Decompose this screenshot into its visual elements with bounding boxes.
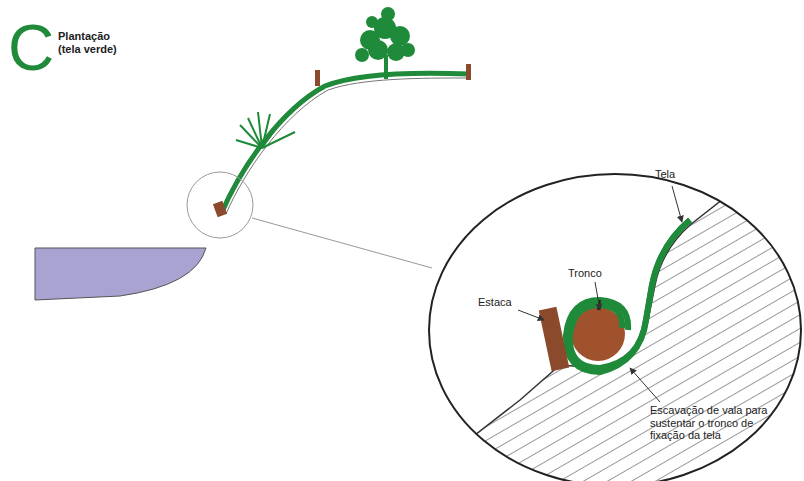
- slope-line: [226, 78, 470, 214]
- note-label: Escavação de vala para sustentar o tronc…: [650, 404, 790, 442]
- zoom-line: [252, 218, 432, 268]
- leader-line: [518, 310, 544, 320]
- part-label: Estaca: [478, 296, 512, 309]
- part-label: Tela: [655, 168, 675, 181]
- grass-plant: [236, 112, 295, 148]
- diagram-title: Plantação (tela verde): [58, 30, 130, 55]
- stake: [466, 64, 471, 80]
- bush-plant: [355, 7, 415, 79]
- part-label: Tronco: [568, 267, 602, 280]
- leader-line: [595, 282, 600, 310]
- stake-detail: [539, 307, 569, 371]
- stake: [315, 70, 320, 86]
- stake: [213, 201, 227, 218]
- green-mesh: [222, 73, 470, 212]
- section-letter: C: [8, 16, 54, 80]
- leader-line: [630, 368, 660, 402]
- water-body: [35, 248, 206, 300]
- leader-line: [672, 186, 682, 222]
- zoom-circle: [187, 172, 253, 238]
- mesh-wrap: [570, 220, 690, 368]
- soil-hatching: [430, 170, 804, 481]
- zoom-frame: [429, 174, 801, 481]
- mesh-detail: [566, 220, 690, 372]
